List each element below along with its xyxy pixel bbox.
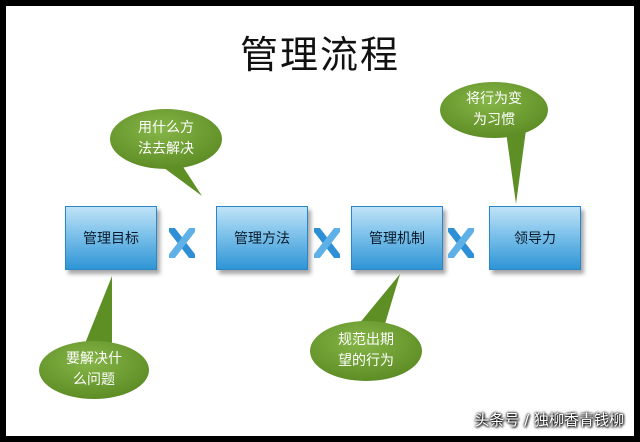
box-management-goal: 管理目标	[65, 206, 157, 270]
bubble-bottom-left	[39, 276, 149, 399]
speech-bubbles-layer	[39, 82, 548, 399]
box-leadership: 领导力	[489, 206, 581, 270]
bubble-top-right-text: 将行为变为习惯	[466, 91, 522, 128]
diagram-title: 管理流程	[239, 33, 400, 77]
bubble-bottom-right-text: 规范出期望的行为	[338, 332, 394, 369]
cross-icon	[448, 228, 474, 258]
watermark: 头条号 / 独柳香青钱柳	[474, 411, 624, 429]
box-management-method: 管理方法	[216, 206, 308, 270]
bubble-bottom-right	[310, 274, 422, 381]
box-management-mechanism: 管理机制	[351, 206, 443, 270]
slide: 管理流程 用什么方法去解决 将行为	[6, 6, 634, 436]
bubble-bottom-left-text: 要解决什么问题	[66, 351, 122, 388]
cross-icon	[314, 228, 340, 258]
cross-icon	[169, 228, 195, 258]
bubble-top-left-text: 用什么方法去解决	[138, 120, 194, 157]
bubble-top-right	[440, 82, 548, 204]
bubble-top-left	[110, 109, 222, 196]
